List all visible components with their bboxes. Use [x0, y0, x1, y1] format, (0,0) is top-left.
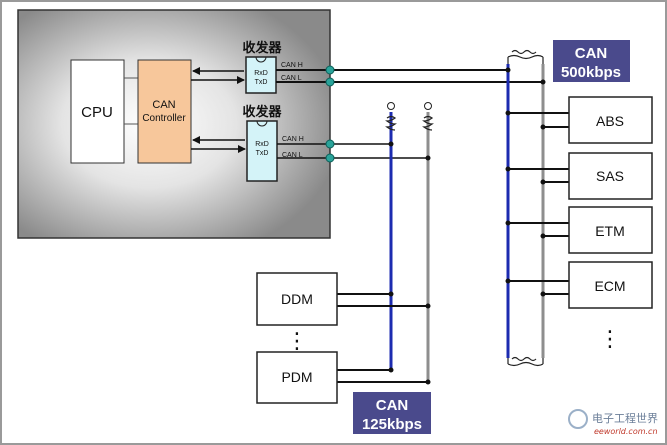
- chip-notch-icon: [255, 56, 267, 63]
- termination-resistor-icon: [507, 49, 544, 64]
- cpu-label: CPU: [81, 104, 113, 121]
- node-label-abs: ABS: [596, 113, 624, 129]
- eeworld-logo-icon: [568, 409, 588, 429]
- transceiver-1-title: 收发器: [242, 40, 282, 56]
- node-etm: ETM: [505, 206, 653, 254]
- terminal-icon: [424, 102, 432, 110]
- node-pdm: PDM: [256, 351, 431, 404]
- node-label-pdm: PDM: [281, 369, 312, 385]
- transceiver-1: [245, 56, 277, 94]
- transceiver-2-txd: TxD: [256, 150, 269, 157]
- bus-500-badge: [553, 40, 630, 82]
- transceiver-2: [246, 120, 278, 182]
- node-sas: SAS: [505, 152, 653, 200]
- watermark: 电子工程世界 eeworld.com.cn: [568, 409, 658, 436]
- transceiver-1-txd: TxD: [255, 79, 268, 86]
- terminal-icon: [387, 102, 395, 110]
- connector-dot: [325, 65, 335, 75]
- resistor-coil-icon: [385, 115, 397, 131]
- junction-dot: [425, 155, 431, 161]
- more-nodes-ellipsis: ⋮: [599, 326, 621, 351]
- controller-label-can: CAN: [152, 99, 175, 111]
- resistor-coil-icon: [422, 115, 434, 131]
- node-ecm: ECM: [505, 261, 653, 309]
- pin-label-canl-2: CAN L: [282, 152, 303, 159]
- bus-125-badge-line2: 125kbps: [362, 416, 422, 433]
- watermark-url: eeworld.com.cn: [594, 427, 658, 436]
- node-label-etm: ETM: [595, 223, 625, 239]
- can-controller-block: [137, 59, 192, 164]
- pin-label-canh-1: CAN H: [281, 62, 303, 69]
- pin-label-canl-1: CAN L: [281, 75, 302, 82]
- connector-dot: [325, 153, 335, 163]
- node-label-ecm: ECM: [594, 278, 625, 294]
- bus-500-badge-line2: 500kbps: [561, 64, 621, 81]
- bus-125-badge: [353, 392, 431, 434]
- connector-dot: [325, 139, 335, 149]
- cpu-block: [70, 59, 125, 164]
- node-ddm: DDM: [256, 272, 431, 326]
- transceiver-2-rxd: RxD: [255, 141, 269, 148]
- chip-notch-icon: [256, 120, 268, 127]
- transceiver-2-title: 收发器: [242, 104, 282, 120]
- node-abs: ABS: [505, 96, 653, 144]
- more-nodes-ellipsis-2: ⋮: [286, 328, 308, 353]
- node-label-ddm: DDM: [281, 291, 313, 307]
- connector-dot: [325, 77, 335, 87]
- transceiver-1-rxd: RxD: [254, 70, 268, 77]
- junction-dot: [540, 79, 546, 85]
- pin-label-canh-2: CAN H: [282, 136, 304, 143]
- junction-dot: [505, 67, 511, 73]
- controller-label-controller: Controller: [142, 113, 186, 124]
- bus-125-badge-line1: CAN: [376, 397, 409, 414]
- bus-500-badge-line1: CAN: [575, 45, 608, 62]
- junction-dot: [388, 141, 394, 147]
- node-label-sas: SAS: [596, 168, 624, 184]
- termination-resistor-icon: [507, 356, 544, 367]
- watermark-name: 电子工程世界: [592, 412, 658, 425]
